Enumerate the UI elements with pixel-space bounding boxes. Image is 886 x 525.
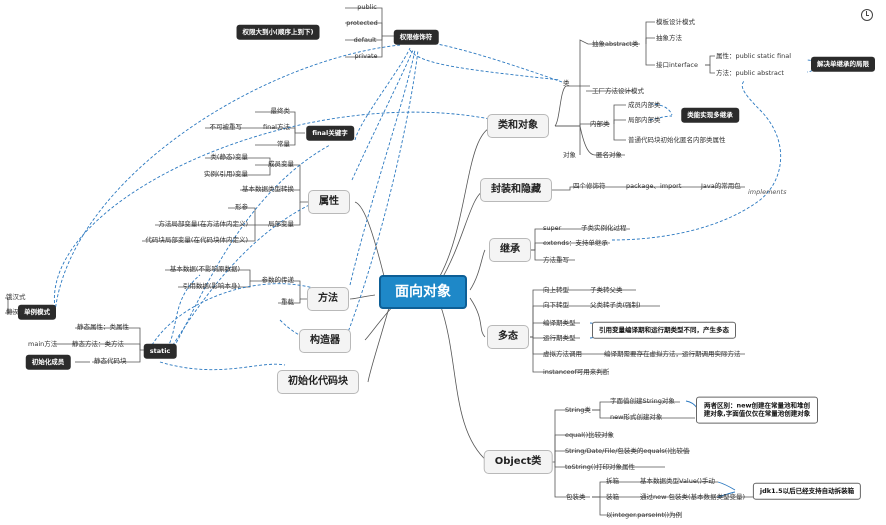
downcast-desc: 父类转子类(强制) <box>590 301 641 309</box>
multi-inherit-node[interactable]: 解决单继承的局限 <box>811 56 875 72</box>
singleton-node[interactable]: 单例模式 <box>18 304 56 320</box>
runtime-type: 运行期类型 <box>543 334 576 342</box>
access-protected: protected <box>346 19 378 27</box>
param: 形参 <box>235 203 248 211</box>
hungry-singleton: 饿汉式 <box>6 293 26 301</box>
instanceof: instanceof可用来判断 <box>543 368 610 376</box>
string-class: String类 <box>565 406 591 414</box>
poly-note: 引用变量编译期和运行期类型不同，产生多态 <box>592 321 736 339</box>
overload: 重载 <box>281 298 294 306</box>
main-method: main方法 <box>28 340 58 348</box>
local-var: 局部变量 <box>268 220 294 228</box>
unboxing-desc: 基本数据类型Value()手动 <box>640 477 715 485</box>
boxing-desc: 通过new 包装类(基本数据类型变量) <box>640 493 746 501</box>
access-private: private <box>354 52 378 60</box>
member-inner: 成员内部类 <box>628 101 661 109</box>
virtual-desc: 编译期需要存在虚拟方法，运行期调用实际方法 <box>604 350 741 358</box>
tostring: toString()打印对象属性 <box>565 463 635 471</box>
local-inner: 局部内部类 <box>628 116 661 124</box>
static-method: 静态方法：类方法 <box>72 340 124 348</box>
constant: 常量 <box>277 140 290 148</box>
access-modifier-node[interactable]: 权限修饰符 <box>393 29 439 45</box>
jdk-note: jdk1.5以后已经支持自动拆装箱 <box>752 482 862 500</box>
common-packages: Java的常用包 <box>701 182 741 190</box>
extends-label: extends：支持单继承 <box>543 239 608 247</box>
static-block: 静态代码块 <box>94 357 127 365</box>
branch-init-block[interactable]: 初始化代码块 <box>277 370 359 394</box>
branch-attribute[interactable]: 属性 <box>308 190 350 214</box>
final-class: 最终类 <box>270 107 291 115</box>
four-modifiers: 四个修饰符 <box>573 182 606 190</box>
branch-class-object[interactable]: 类和对象 <box>487 114 549 138</box>
class-var: 类(静态)变量 <box>210 153 248 161</box>
upcast-desc: 子类转父类 <box>590 286 623 294</box>
instance-var: 实例(引用)变量 <box>203 170 248 178</box>
override-label: 方法重写 <box>543 256 569 264</box>
access-order-node[interactable]: 权限大到小(顺序上到下) <box>236 24 320 40</box>
string-literal: 字面值创建String对象 <box>610 397 675 405</box>
equals-override: String/Date/File/包装类的equals()比较值 <box>565 447 690 455</box>
branch-constructor[interactable]: 构造器 <box>299 329 351 353</box>
equals: equal()比较对象 <box>565 431 615 439</box>
lazy-singleton: 懒汉式 <box>6 308 26 316</box>
anon-inner: 普通代码块初始化匿名内部类属性 <box>628 136 726 144</box>
virtual-call: 虚拟方法调用 <box>543 350 582 358</box>
wrapper-class: 包装类 <box>566 493 586 501</box>
factory-pattern: 工厂方法设计模式 <box>592 87 644 95</box>
anon-object: 匿名对象 <box>596 151 622 159</box>
package-import: package、import <box>626 182 682 190</box>
interface-method: 方法：public abstract <box>716 69 784 77</box>
interface-attr: 属性：public static final <box>716 52 792 60</box>
class-label: 类 <box>563 79 570 87</box>
compile-type: 编译期类型 <box>543 319 576 327</box>
template-pattern: 模板设计模式 <box>656 18 695 26</box>
method-local-var: 方法局部变量(在方法体内定义) <box>158 220 248 228</box>
string-note: 两者区别：new创建在常量池和堆创建对象,字面值仅仅在常量池创建对象 <box>696 396 818 424</box>
param-passing: 参数的传递 <box>261 276 295 284</box>
boxing: 装箱 <box>606 493 619 501</box>
implements-label: implements <box>748 188 787 196</box>
string-new: new形式创建对象 <box>610 413 663 421</box>
super-desc: 子类实例化过程 <box>581 224 627 232</box>
access-default: default <box>353 36 377 44</box>
init-member-node[interactable]: 初始化成员 <box>25 354 71 370</box>
final-method: final方法 <box>262 123 290 131</box>
object-label: 对象 <box>563 151 576 159</box>
access-public: public <box>357 3 377 11</box>
central-topic[interactable]: 面向对象 <box>379 275 467 309</box>
parseint: 以integer.parseInt()为例 <box>606 511 683 519</box>
branch-polymorphism[interactable]: 多态 <box>487 325 529 349</box>
branch-encapsulation[interactable]: 封装和隐藏 <box>480 178 552 202</box>
unboxing: 拆箱 <box>606 477 619 485</box>
static-attr: 静态属性：类属性 <box>77 323 129 331</box>
primitive-conversion: 基本数据类型转换 <box>242 185 294 193</box>
super-label: super <box>543 224 562 232</box>
static-node[interactable]: static <box>143 343 177 359</box>
abstract-method: 抽象方法 <box>656 34 682 42</box>
branch-object-class[interactable]: Object类 <box>483 450 553 474</box>
clock-icon[interactable] <box>861 9 873 21</box>
upcast: 向上转型 <box>543 286 569 294</box>
inner-class: 内部类 <box>590 120 610 128</box>
final-keyword-node[interactable]: final关键字 <box>306 125 354 141</box>
block-local-var: 代码块局部变量(在代码块体内定义) <box>145 236 248 244</box>
abstract-class: 抽象abstract类 <box>592 40 639 48</box>
member-var: 成员变量 <box>268 160 294 168</box>
branch-method[interactable]: 方法 <box>307 287 349 311</box>
interface: 接口interface <box>656 61 698 69</box>
reference-pass: 引用数据(影响本身) <box>182 282 240 290</box>
primitive-pass: 基本数据(不影响原数据) <box>169 265 240 273</box>
multi-impl-node[interactable]: 类能实现多继承 <box>681 107 739 123</box>
downcast: 向下转型 <box>543 301 569 309</box>
no-override: 不可被重写 <box>209 123 243 131</box>
branch-inheritance[interactable]: 继承 <box>489 238 531 262</box>
